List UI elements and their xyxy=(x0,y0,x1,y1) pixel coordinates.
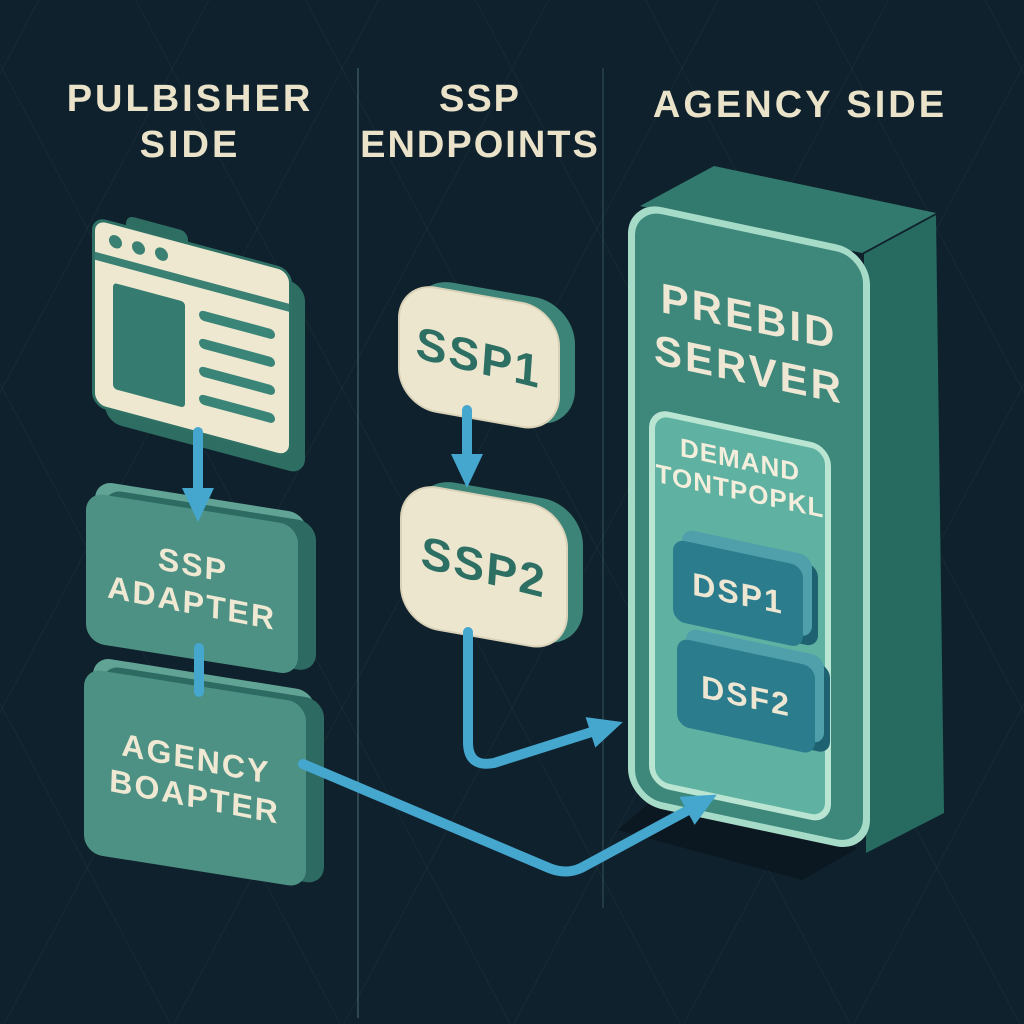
browser-dot-icon xyxy=(132,239,145,256)
server-top-face xyxy=(640,166,936,253)
node-ssp2: SSP2 xyxy=(400,475,583,654)
header-line: ENDPOINTS xyxy=(360,124,600,167)
header-line: AGENCY SIDE xyxy=(652,84,948,126)
ssp-column-header: SSP ENDPOINTS xyxy=(358,76,602,169)
node-label: SSP1 xyxy=(414,316,544,399)
browser-dot-icon xyxy=(109,233,122,250)
node-prebid-server: PREBID SERVER DEMAND TONTPOPKL DSP1 DSF2 xyxy=(628,200,870,854)
node-front: AGENCY BOAPTER xyxy=(84,668,306,889)
agency-column-header: AGENCY SIDE xyxy=(635,82,965,128)
browser-text-line xyxy=(199,337,275,369)
node-dsp2: DSF2 xyxy=(677,627,830,755)
node-label: AGENCY BOAPTER xyxy=(108,723,281,832)
node-agency-adapter: AGENCY BOAPTER xyxy=(84,656,324,889)
server-title: PREBID SERVER xyxy=(635,266,863,419)
column-divider xyxy=(357,68,359,1018)
demand-panel: DEMAND TONTPOPKL DSP1 DSF2 xyxy=(649,407,831,825)
node-label: DSP1 xyxy=(692,565,784,621)
browser-text-line xyxy=(199,393,275,425)
header-line: PULBISHER xyxy=(66,78,314,120)
server-side-face xyxy=(864,215,944,853)
browser-text-line xyxy=(199,365,275,397)
header-line: SSP xyxy=(438,78,522,120)
demand-panel-title: DEMAND TONTPOPKL xyxy=(655,427,825,526)
browser-text-line xyxy=(199,309,275,341)
node-label: DSF2 xyxy=(701,668,791,724)
header-line: SIDE xyxy=(139,124,241,167)
publisher-column-header: PULBISHER SIDE xyxy=(40,76,340,169)
browser-dot-icon xyxy=(155,245,168,262)
node-label: SSP ADAPTER xyxy=(106,529,277,638)
column-divider xyxy=(602,68,604,908)
browser-content-image xyxy=(113,282,185,408)
node-label: SSP2 xyxy=(419,525,549,608)
